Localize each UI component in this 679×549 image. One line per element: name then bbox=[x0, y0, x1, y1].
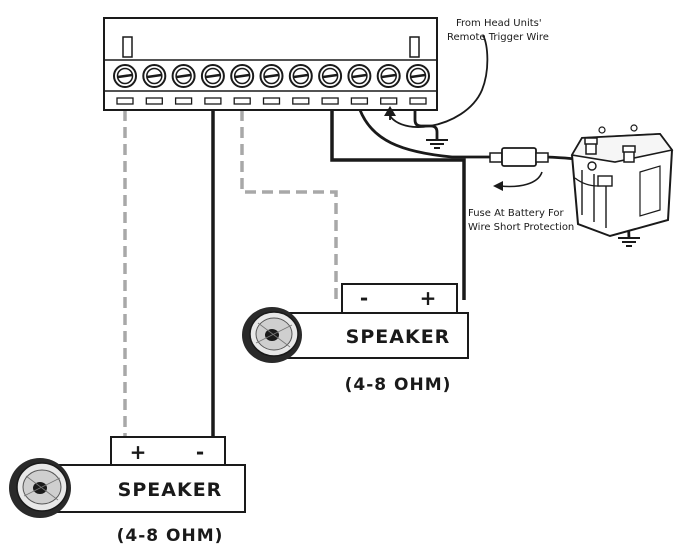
wire-right-speaker-negative bbox=[240, 110, 338, 300]
fuse-note-line2: Wire Short Protection bbox=[468, 222, 574, 233]
inline-fuse-icon bbox=[489, 147, 549, 167]
screw-terminals bbox=[113, 64, 430, 88]
speaker-1-terminal-box bbox=[341, 283, 458, 314]
speaker-2-terminal-left: + bbox=[130, 440, 147, 464]
car-battery-icon bbox=[570, 124, 674, 238]
terminal-slot bbox=[350, 97, 369, 105]
speaker-1-terminal-right: + bbox=[420, 286, 437, 310]
screw-terminal-icon bbox=[318, 64, 343, 88]
terminal-slot bbox=[233, 97, 251, 105]
speaker-2-terminal-right: - bbox=[196, 440, 204, 464]
screw-terminal-icon bbox=[259, 64, 284, 88]
terminal-slot bbox=[116, 97, 134, 105]
terminal-slot bbox=[321, 97, 339, 105]
wire-remote-trigger bbox=[386, 34, 489, 128]
speaker-cone-icon bbox=[9, 458, 71, 518]
screw-terminal-icon bbox=[230, 64, 255, 88]
terminal-slot bbox=[409, 97, 427, 105]
speaker-cone-icon bbox=[242, 307, 302, 363]
battery-ground-symbol-icon bbox=[618, 237, 640, 247]
screw-terminal-icon bbox=[376, 64, 401, 88]
terminal-slot bbox=[145, 97, 163, 105]
screw-terminal-icon bbox=[288, 64, 313, 88]
speaker-1: - + SPEAKER (4-8 OHM) bbox=[242, 283, 469, 395]
terminal-block bbox=[103, 17, 438, 111]
ground-symbol-icon bbox=[426, 139, 448, 149]
speaker-1-impedance: (4-8 OHM) bbox=[345, 375, 452, 395]
screw-terminal-icon bbox=[200, 64, 225, 88]
screw-terminal-icon bbox=[113, 64, 137, 88]
speaker-1-label: SPEAKER bbox=[346, 326, 451, 348]
annotations: From Head Units' Remote Trigger Wire Fus… bbox=[447, 18, 574, 233]
terminal-slot bbox=[262, 97, 281, 105]
arrow-up-icon bbox=[384, 106, 396, 120]
terminal-slot bbox=[204, 97, 222, 105]
terminal-slot bbox=[174, 97, 193, 105]
wire-ground bbox=[413, 110, 439, 140]
mount-post-left bbox=[122, 36, 133, 58]
screw-terminal-icon bbox=[171, 64, 196, 88]
terminal-slot bbox=[292, 97, 310, 105]
speaker-2-terminal-box bbox=[110, 436, 226, 466]
screw-terminal-icon bbox=[406, 64, 430, 88]
wires bbox=[123, 34, 631, 437]
mount-post-right bbox=[409, 36, 420, 58]
fuse-note-line1: Fuse At Battery For bbox=[468, 208, 565, 219]
wire-battery-power bbox=[358, 109, 500, 159]
trigger-note-line1: From Head Units' bbox=[456, 18, 542, 29]
speaker-1-terminal-left: - bbox=[360, 286, 368, 310]
arrow-curved-icon bbox=[493, 171, 543, 191]
wire-right-speaker-positive bbox=[330, 110, 466, 300]
terminal-slot bbox=[380, 97, 398, 105]
trigger-note-line2: Remote Trigger Wire bbox=[447, 32, 549, 43]
screw-terminal-icon bbox=[347, 64, 372, 88]
screw-terminal-icon bbox=[142, 64, 167, 88]
speaker-2-label: SPEAKER bbox=[118, 479, 223, 501]
speaker-2: + - SPEAKER (4-8 OHM) bbox=[9, 436, 246, 546]
speaker-2-impedance: (4-8 OHM) bbox=[117, 526, 224, 546]
terminal-slots bbox=[116, 97, 427, 105]
